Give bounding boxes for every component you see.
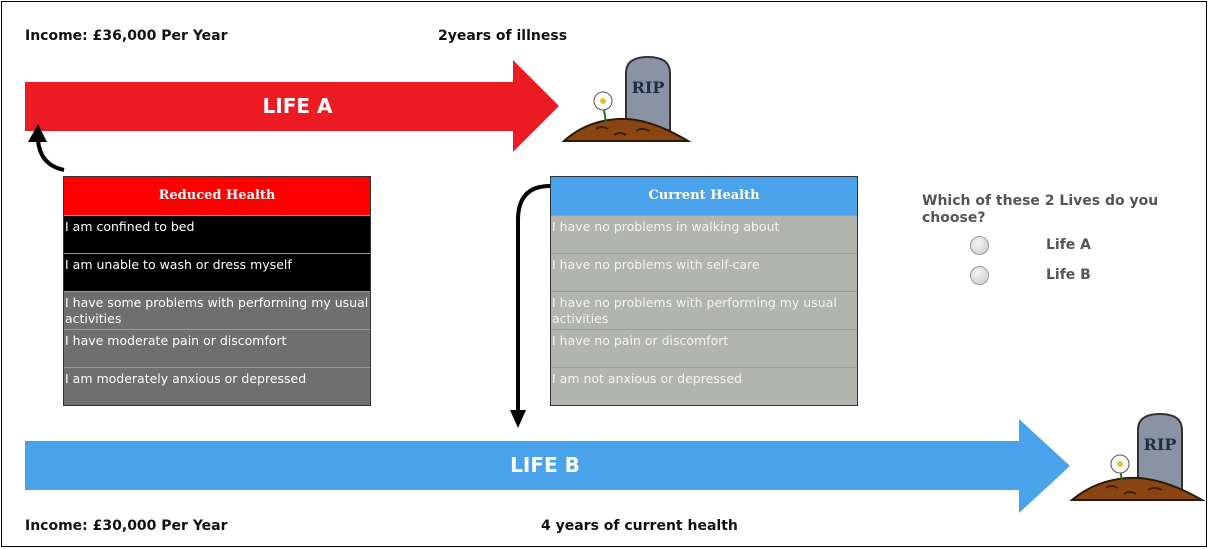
life-b-arrow-bar xyxy=(25,441,1021,490)
reduced-health-row: I have some problems with performing my … xyxy=(64,291,370,329)
current-health-row: I am not anxious or depressed xyxy=(551,367,857,405)
gravestone-a-icon: RIP xyxy=(561,55,692,142)
down-arrow-head-icon xyxy=(510,410,526,428)
current-health-row: I have no pain or discomfort xyxy=(551,329,857,367)
life-b-option-label[interactable]: Life B xyxy=(1046,267,1091,283)
life-a-option-label[interactable]: Life A xyxy=(1046,237,1092,253)
life-b-duration: 4 years of current health xyxy=(541,518,738,534)
reduced-health-row: I have moderate pain or discomfort xyxy=(64,329,370,367)
gravestone-b-text: RIP xyxy=(1144,435,1177,454)
life-a-income: Income: £36,000 Per Year xyxy=(25,28,228,44)
life-a-radio[interactable] xyxy=(970,236,989,255)
reduced-health-row: I am confined to bed xyxy=(64,215,370,253)
life-a-arrow-bar xyxy=(25,82,515,131)
life-a-arrow-label: LIFE A xyxy=(262,94,333,118)
life-a-duration: 2years of illness xyxy=(438,28,568,44)
reduced-health-row: I am unable to wash or dress myself xyxy=(64,253,370,291)
current-health-row: I have no problems with performing my us… xyxy=(551,291,857,329)
gravestone-b-icon: RIP xyxy=(1069,412,1206,501)
reduced-health-title: Reduced Health xyxy=(64,177,370,215)
current-health-table: Current Health I have no problems in wal… xyxy=(550,176,858,406)
life-b-radio[interactable] xyxy=(970,266,989,285)
life-b-income: Income: £30,000 Per Year xyxy=(25,518,228,534)
gravestone-a-text: RIP xyxy=(632,78,665,97)
current-health-row: I have no problems with self-care xyxy=(551,253,857,291)
up-arrow-head-icon xyxy=(28,124,47,142)
life-b-arrow-head xyxy=(1019,419,1070,513)
life-a-arrow-head xyxy=(513,60,559,152)
reduced-health-row: I am moderately anxious or depressed xyxy=(64,367,370,405)
reduced-health-table: Reduced Health I am confined to bed I am… xyxy=(63,176,371,406)
current-health-title: Current Health xyxy=(551,177,857,215)
life-b-arrow-label: LIFE B xyxy=(510,453,580,477)
current-health-row: I have no problems in walking about xyxy=(551,215,857,253)
choice-question: Which of these 2 Lives do you choose? xyxy=(922,193,1159,226)
